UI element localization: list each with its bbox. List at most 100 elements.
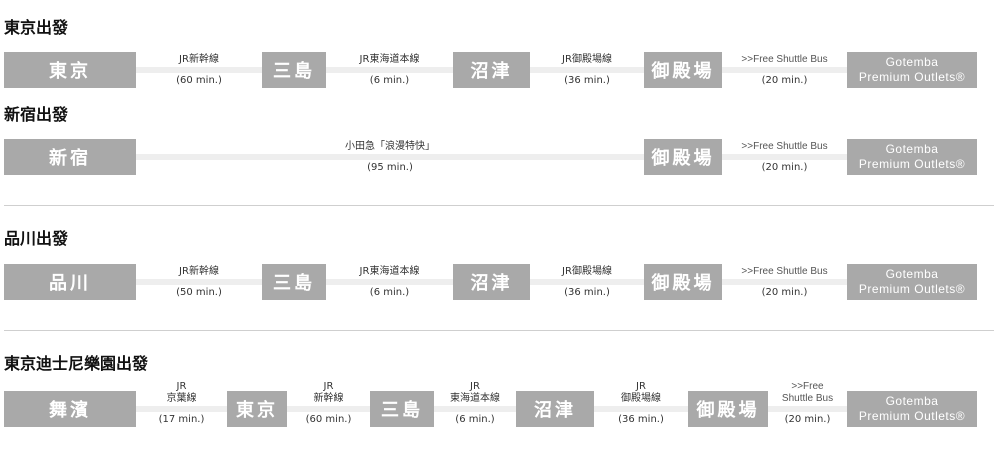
station-gotemba[interactable]: 御殿場 (688, 391, 768, 427)
destination-name: Gotemba (885, 55, 939, 69)
segment-tokaido: JR 東海道本線 (6 min.) (434, 381, 516, 427)
section-divider (4, 205, 994, 206)
route-line (326, 279, 453, 285)
route-line-name: Shuttle Bus (781, 393, 834, 404)
station-shinagawa[interactable]: 品川 (4, 264, 136, 300)
destination-subtitle: Premium Outlets® (858, 157, 966, 171)
travel-time: (6 min.) (369, 287, 410, 298)
station-mishima[interactable]: 三島 (262, 264, 326, 300)
segment-tokaido: JR東海道本線 (6 min.) (326, 264, 453, 300)
station-numazu[interactable]: 沼津 (516, 391, 594, 427)
route-label: >>Free Shuttle Bus (741, 54, 828, 65)
travel-time: (20 min.) (784, 414, 831, 425)
route-operator: JR (470, 381, 480, 392)
route-line (768, 406, 847, 412)
travel-time: (36 min.) (618, 414, 664, 425)
travel-time: (36 min.) (564, 287, 610, 298)
station-gotemba[interactable]: 御殿場 (644, 139, 722, 175)
station-numazu[interactable]: 沼津 (453, 52, 530, 88)
route-line (287, 406, 370, 412)
route-line (722, 154, 847, 160)
station-maihama[interactable]: 舞濱 (4, 391, 136, 427)
destination-name: Gotemba (885, 267, 939, 281)
route-line (594, 406, 688, 412)
station-shinjuku[interactable]: 新宿 (4, 139, 136, 175)
route-line (326, 67, 453, 73)
destination-gotemba-outlets[interactable]: Gotemba Premium Outlets® (847, 391, 977, 427)
segment-odakyu-romancecar: 小田急「浪漫特快」 (95 min.) (136, 139, 644, 175)
station-gotemba[interactable]: 御殿場 (644, 264, 722, 300)
segment-shuttle-bus: >>Free Shuttle Bus (20 min.) (722, 264, 847, 300)
route-line (136, 279, 262, 285)
route-label: >>Free Shuttle Bus (741, 141, 828, 152)
route-label: JR御殿場線 (562, 266, 612, 277)
station-tokyo[interactable]: 東京 (227, 391, 287, 427)
route-label: JR 京葉線 (136, 381, 227, 405)
route-operator: JR (323, 381, 334, 392)
segment-gotemba-line: JR御殿場線 (36 min.) (530, 264, 644, 300)
route-line (136, 67, 262, 73)
destination-subtitle: Premium Outlets® (858, 70, 966, 84)
travel-time: (6 min.) (455, 414, 495, 425)
route-line (722, 67, 847, 73)
station-gotemba[interactable]: 御殿場 (644, 52, 722, 88)
route-label: JR 東海道本線 (434, 381, 516, 405)
route-label: JR新幹線 (179, 266, 219, 277)
segment-shinkansen: JR新幹線 (50 min.) (136, 264, 262, 300)
segment-shuttle-bus: >>Free Shuttle Bus (20 min.) (722, 52, 847, 88)
route-line-name: 御殿場線 (621, 393, 661, 404)
segment-gotemba-line: JR 御殿場線 (36 min.) (594, 381, 688, 427)
segment-gotemba-line: JR御殿場線 (36 min.) (530, 52, 644, 88)
route-label: >>Free Shuttle Bus (741, 266, 828, 277)
route-line (722, 279, 847, 285)
route-label: >>Free Shuttle Bus (768, 381, 847, 405)
route-label: JR 御殿場線 (594, 381, 688, 405)
heading-shinjuku: 新宿出發 (4, 105, 69, 124)
destination-gotemba-outlets[interactable]: Gotemba Premium Outlets® (847, 264, 977, 300)
destination-subtitle: Premium Outlets® (858, 409, 966, 423)
segment-keiyo-line: JR 京葉線 (17 min.) (136, 381, 227, 427)
heading-tokyo-disneyland: 東京迪士尼樂園出發 (4, 354, 149, 373)
section-divider (4, 330, 994, 331)
segment-shinkansen: JR 新幹線 (60 min.) (287, 381, 370, 427)
route-line (530, 279, 644, 285)
travel-time: (20 min.) (761, 287, 808, 298)
route-line-name: 東海道本線 (450, 393, 500, 404)
route-operator: >>Free (791, 381, 824, 392)
segment-tokaido: JR東海道本線 (6 min.) (326, 52, 453, 88)
destination-name: Gotemba (885, 142, 939, 156)
travel-time: (60 min.) (176, 75, 222, 86)
route-line (136, 406, 227, 412)
station-mishima[interactable]: 三島 (370, 391, 434, 427)
station-numazu[interactable]: 沼津 (453, 264, 530, 300)
segment-shuttle-bus: >>Free Shuttle Bus (20 min.) (722, 139, 847, 175)
destination-gotemba-outlets[interactable]: Gotemba Premium Outlets® (847, 139, 977, 175)
travel-time: (36 min.) (564, 75, 610, 86)
travel-time: (20 min.) (761, 162, 808, 173)
station-mishima[interactable]: 三島 (262, 52, 326, 88)
route-label: 小田急「浪漫特快」 (345, 141, 435, 152)
route-line-name: 新幹線 (313, 393, 344, 404)
route-label: JR御殿場線 (562, 54, 612, 65)
route-operator: JR (636, 381, 646, 392)
station-tokyo[interactable]: 東京 (4, 52, 136, 88)
destination-subtitle: Premium Outlets® (858, 282, 966, 296)
destination-name: Gotemba (885, 394, 939, 408)
segment-shuttle-bus: >>Free Shuttle Bus (20 min.) (768, 381, 847, 427)
destination-gotemba-outlets[interactable]: Gotemba Premium Outlets® (847, 52, 977, 88)
heading-tokyo: 東京出發 (4, 18, 69, 37)
travel-time: (20 min.) (761, 75, 808, 86)
route-line (434, 406, 516, 412)
travel-time: (6 min.) (369, 75, 410, 86)
travel-time: (50 min.) (176, 287, 222, 298)
route-line (530, 67, 644, 73)
heading-shinagawa: 品川出發 (4, 229, 69, 248)
travel-time: (95 min.) (367, 162, 413, 173)
travel-time: (60 min.) (305, 414, 352, 425)
route-line (136, 154, 644, 160)
route-line-name: 京葉線 (166, 393, 197, 404)
route-label: JR新幹線 (179, 54, 219, 65)
route-label: JR東海道本線 (359, 266, 420, 277)
segment-shinkansen: JR新幹線 (60 min.) (136, 52, 262, 88)
route-label: JR東海道本線 (359, 54, 420, 65)
